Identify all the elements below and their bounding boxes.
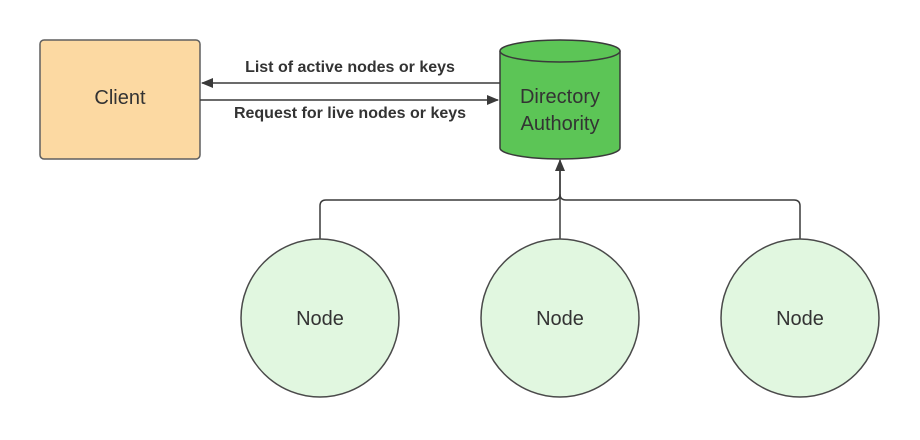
node-connectors xyxy=(319,159,801,240)
node-2-shape xyxy=(480,238,640,398)
authority-label-line1: Directory xyxy=(520,86,600,108)
node-3-shape xyxy=(720,238,880,398)
node-1: Node xyxy=(240,238,400,398)
node-1-label: Node xyxy=(296,308,344,330)
edge-authority-to-client: List of active nodes or keys xyxy=(201,59,500,88)
node-2-label: Node xyxy=(536,308,584,330)
node-3-label: Node xyxy=(776,308,824,330)
node-2: Node xyxy=(480,238,640,398)
directory-authority: Directory Authority xyxy=(499,39,621,160)
authority-cylinder-top xyxy=(499,39,621,63)
client-label: Client xyxy=(94,87,146,109)
connector-node-3 xyxy=(559,193,801,240)
connector-node-1 xyxy=(319,159,565,240)
authority-label-line2: Authority xyxy=(521,113,600,135)
edge-client-to-authority: Request for live nodes or keys xyxy=(200,95,499,122)
node-3: Node xyxy=(720,238,880,398)
node-1-shape xyxy=(240,238,400,398)
edge-client-to-authority-label: Request for live nodes or keys xyxy=(234,105,466,122)
edge-authority-to-client-label: List of active nodes or keys xyxy=(245,59,455,76)
client-box: Client xyxy=(39,39,201,160)
